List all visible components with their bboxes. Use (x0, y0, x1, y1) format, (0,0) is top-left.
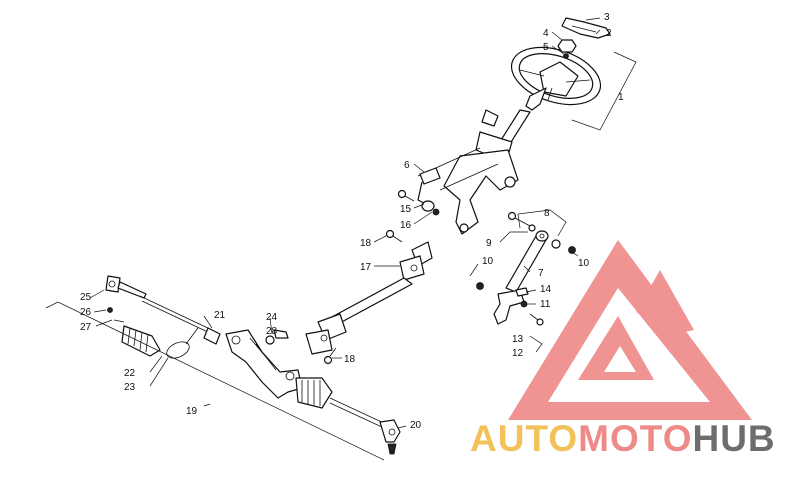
callout-10-left: 10 (482, 256, 494, 267)
callout-7: 7 (538, 268, 544, 279)
callout-28: 28 (266, 326, 278, 337)
bolt-part9 (507, 211, 531, 227)
wheel-nut-part4 (557, 39, 577, 53)
brand-part-moto: MOTO (578, 418, 693, 459)
pinion-bolt-part28 (265, 335, 275, 345)
callout-23: 23 (124, 382, 136, 393)
logo-inner-mark (578, 316, 654, 380)
callout-2: 2 (606, 28, 612, 39)
nut-part10-left (476, 282, 484, 290)
callout-24: 24 (266, 312, 278, 323)
inner-tie-rod-right (329, 397, 387, 429)
callout-18-upper: 18 (360, 238, 372, 249)
boot-right (295, 377, 333, 409)
callout-5: 5 (543, 42, 549, 53)
nut-part16 (432, 208, 440, 216)
callout-27: 27 (80, 322, 92, 333)
boot-left-part22 (121, 325, 161, 357)
bolt-part18-lower (323, 347, 337, 365)
watermark-logo (508, 240, 752, 420)
fitting-part24 (273, 329, 289, 339)
callout-19: 19 (186, 406, 198, 417)
bolt-part12 (529, 313, 544, 326)
callout-1: 1 (618, 92, 624, 103)
washer-part8 (528, 224, 561, 249)
inner-tie-rod-left-part21 (139, 295, 221, 345)
callout-8: 8 (544, 208, 550, 219)
callout-15: 15 (400, 204, 412, 215)
rack-housing-part19 (225, 329, 303, 399)
tie-rod-end-left-part25 (105, 275, 147, 299)
callout-16: 16 (400, 220, 412, 231)
nut-part26 (107, 307, 113, 313)
callout-26: 26 (80, 307, 92, 318)
wheel-cap-part3 (561, 17, 611, 39)
callout-6: 6 (404, 160, 410, 171)
callout-13: 13 (512, 334, 524, 345)
steering-column (417, 109, 531, 235)
callout-22: 22 (124, 368, 136, 379)
bolt-part14 (515, 287, 529, 297)
nut-part10-right (568, 246, 576, 254)
callout-25: 25 (80, 292, 92, 303)
callout-20: 20 (410, 420, 422, 431)
bolt-part15-top (397, 189, 415, 202)
bushing-part15 (421, 200, 435, 212)
callout-18-lower: 18 (344, 354, 356, 365)
bracket-part6 (417, 167, 441, 205)
callout-4: 4 (543, 28, 549, 39)
bolt-part18-upper (385, 229, 403, 243)
logo-arrow (636, 270, 694, 334)
callout-14: 14 (540, 284, 552, 295)
tie-rod-end-right-part20 (379, 419, 401, 455)
callout-10-right: 10 (578, 258, 590, 269)
callout-11: 11 (540, 299, 551, 310)
washer-part5 (563, 53, 569, 59)
steering-wheel (510, 46, 602, 111)
brand-part-hub: HUB (692, 418, 776, 459)
damper-part7 (505, 230, 549, 293)
brand-part-auto: AUTO (470, 418, 579, 459)
clamp-part27 (113, 319, 125, 323)
leader-lines (45, 17, 637, 461)
callout-21: 21 (214, 310, 226, 321)
callout-3: 3 (604, 12, 610, 23)
callout-9: 9 (486, 238, 492, 249)
watermark-brand: AUTOMOTOHUB (470, 418, 776, 460)
tie-strap-part23 (166, 327, 199, 359)
callout-12: 12 (512, 348, 524, 359)
callouts: 1 2 3 4 5 6 15 16 18 17 18 8 9 10 10 7 1… (80, 12, 624, 431)
callout-17: 17 (360, 262, 372, 273)
logo-inner-notch (604, 346, 636, 372)
intermediate-shaft-part17 (305, 241, 433, 355)
